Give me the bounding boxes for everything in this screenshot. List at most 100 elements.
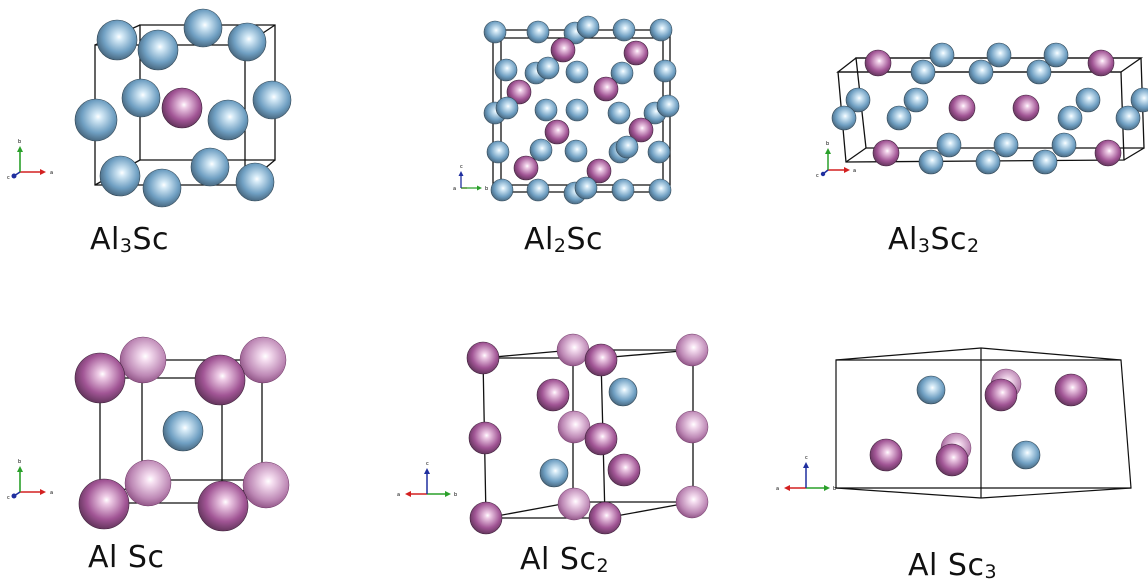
sc-atom bbox=[556, 333, 590, 367]
axis-label-c: c bbox=[816, 173, 819, 179]
sc-atom bbox=[623, 40, 649, 66]
structure-panel-al3sc: a b c Al3Sc bbox=[0, 0, 383, 290]
al-atom bbox=[96, 19, 138, 61]
al-atom bbox=[647, 140, 671, 164]
axis-label-a: a bbox=[453, 186, 456, 192]
subscript: 3 bbox=[119, 235, 133, 257]
al-atom bbox=[142, 168, 182, 208]
axis-label-a: a bbox=[50, 170, 53, 176]
al-atom bbox=[207, 99, 249, 141]
element-sc: Sc bbox=[132, 222, 169, 257]
al-atom bbox=[886, 105, 912, 131]
al-atom bbox=[1051, 132, 1077, 158]
al-atom bbox=[612, 18, 636, 42]
crystal-view-alsc2: a b c bbox=[397, 333, 709, 535]
al-atom bbox=[526, 178, 550, 202]
atoms-alsc3 bbox=[869, 368, 1088, 477]
axis-label-c: c bbox=[7, 495, 10, 501]
al-atom bbox=[968, 59, 994, 85]
axis-label-c: c bbox=[460, 164, 463, 170]
sc-atom bbox=[550, 37, 576, 63]
crystal-view-alsc: a b c bbox=[7, 336, 290, 532]
al-atom bbox=[993, 132, 1019, 158]
al-atom bbox=[936, 132, 962, 158]
al-atom bbox=[653, 59, 677, 83]
subscript: 2 bbox=[596, 555, 610, 577]
sc-atom bbox=[607, 453, 641, 487]
crystal-view-alsc3: a b c bbox=[776, 347, 1132, 499]
al-atom bbox=[1026, 59, 1052, 85]
al-atom bbox=[1011, 440, 1041, 470]
al-atom bbox=[615, 135, 639, 159]
sc-atom bbox=[584, 343, 618, 377]
axis-triad: a b c bbox=[7, 459, 53, 501]
al-atom bbox=[610, 61, 634, 85]
element-al: Al bbox=[520, 542, 560, 577]
subscript: 2 bbox=[967, 235, 980, 257]
formula-caption-alsc2: Al Sc2 bbox=[520, 542, 609, 577]
sc-atom bbox=[675, 485, 709, 519]
sc-atom bbox=[675, 333, 709, 367]
atoms-al2sc bbox=[483, 15, 680, 205]
al-atom bbox=[1130, 87, 1148, 113]
sc-atom bbox=[161, 87, 203, 129]
sc-atom bbox=[593, 76, 619, 102]
sc-atom bbox=[1087, 49, 1115, 77]
sc-atom bbox=[506, 79, 532, 105]
al-atom bbox=[137, 29, 179, 71]
sc-atom bbox=[124, 459, 172, 507]
atoms-al3sc2 bbox=[831, 42, 1148, 175]
al-atom bbox=[564, 139, 588, 163]
element-al: Al bbox=[908, 548, 948, 583]
al-atom bbox=[536, 56, 560, 80]
sc-atom bbox=[197, 480, 249, 532]
sc-atom bbox=[869, 438, 903, 472]
sc-atom bbox=[586, 158, 612, 184]
structure-panel-alsc: a b c Al Sc bbox=[0, 290, 383, 580]
al-atom bbox=[495, 96, 519, 120]
axis-label-a: a bbox=[397, 492, 400, 498]
al-atom bbox=[975, 149, 1001, 175]
al-atom bbox=[916, 375, 946, 405]
axis-triad: a b c bbox=[816, 141, 856, 179]
formula-caption-alsc: Al Sc bbox=[88, 540, 164, 575]
al-atom bbox=[576, 15, 600, 39]
al-atom bbox=[190, 147, 230, 187]
atoms-alsc2 bbox=[466, 333, 709, 535]
sc-atom bbox=[864, 49, 892, 77]
sc-atom bbox=[557, 487, 591, 521]
structure-panel-alsc3: a b c Al Sc3 bbox=[766, 290, 1148, 583]
axis-label-a: a bbox=[853, 168, 856, 174]
sc-atom bbox=[1012, 94, 1040, 122]
al-atom bbox=[929, 42, 955, 68]
sc-atom bbox=[119, 336, 167, 384]
al-atom bbox=[565, 60, 589, 84]
element-sc: Sc bbox=[127, 540, 165, 575]
element-sc: Sc bbox=[947, 548, 985, 583]
sc-atom bbox=[239, 336, 287, 384]
al-atom bbox=[486, 140, 510, 164]
axis-triad: a b c bbox=[7, 139, 53, 181]
al-atom bbox=[1057, 105, 1083, 131]
sc-atom bbox=[468, 421, 502, 455]
sc-atom bbox=[872, 139, 900, 167]
sc-atom bbox=[948, 94, 976, 122]
al-atom bbox=[986, 42, 1012, 68]
al-atom bbox=[74, 98, 118, 142]
axis-label-b: b bbox=[18, 139, 21, 145]
axis-label-a: a bbox=[776, 486, 779, 492]
al-atom bbox=[845, 87, 871, 113]
element-sc: Sc bbox=[559, 542, 597, 577]
al-atom bbox=[494, 58, 518, 82]
sc-atom bbox=[74, 352, 126, 404]
al-atom bbox=[529, 138, 553, 162]
axis-label-b: b bbox=[833, 486, 836, 492]
axis-label-c: c bbox=[805, 455, 808, 461]
sc-atom bbox=[628, 117, 654, 143]
axis-label-c: c bbox=[7, 175, 10, 181]
al-atom bbox=[526, 20, 550, 44]
element-al: Al bbox=[88, 540, 128, 575]
al-atom bbox=[903, 87, 929, 113]
al-atom bbox=[252, 80, 292, 120]
sc-atom bbox=[1094, 139, 1122, 167]
